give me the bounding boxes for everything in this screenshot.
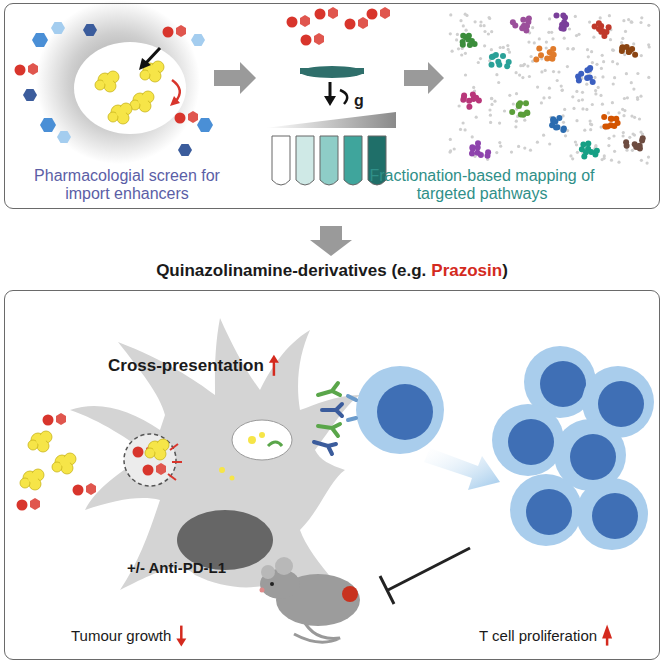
panel-text: Pharmacologial screen for import enhance… [27,167,227,204]
compound-heading: Quinazolinamine-derivatives (e.g. Prazosi… [0,261,664,281]
panel-box: Pharmacologial screen for import enhance… [4,3,660,209]
compound-text: ) [502,261,508,280]
panel-text: +/- Anti-PD-L1 [127,559,226,576]
panel-box: Cross-presentation +/- Anti-PD-L1Tumour g… [4,290,660,660]
panel-text: T cell proliferation [479,627,597,644]
panel-text: Fractionation-based mapping of targeted … [366,167,598,204]
panel-text: Cross-presentation [108,356,264,376]
panel-text: Tumour growth [71,627,171,644]
compound-text: Quinazolinamine-derivatives (e.g. [156,261,426,280]
compound-text: Prazosin [431,261,502,280]
force-label: g [354,92,364,110]
